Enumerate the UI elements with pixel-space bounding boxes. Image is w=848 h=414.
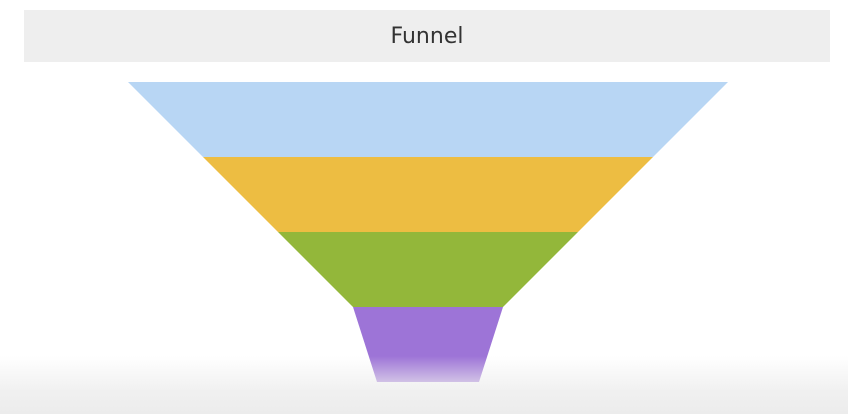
funnel-segment-3[interactable] xyxy=(278,232,578,307)
chart-title: Funnel xyxy=(390,23,464,49)
funnel-segment-2[interactable] xyxy=(203,157,653,232)
chart-title-bar: Funnel xyxy=(24,10,830,62)
funnel-segment-4[interactable] xyxy=(353,307,503,382)
funnel-segment-1[interactable] xyxy=(128,82,728,157)
